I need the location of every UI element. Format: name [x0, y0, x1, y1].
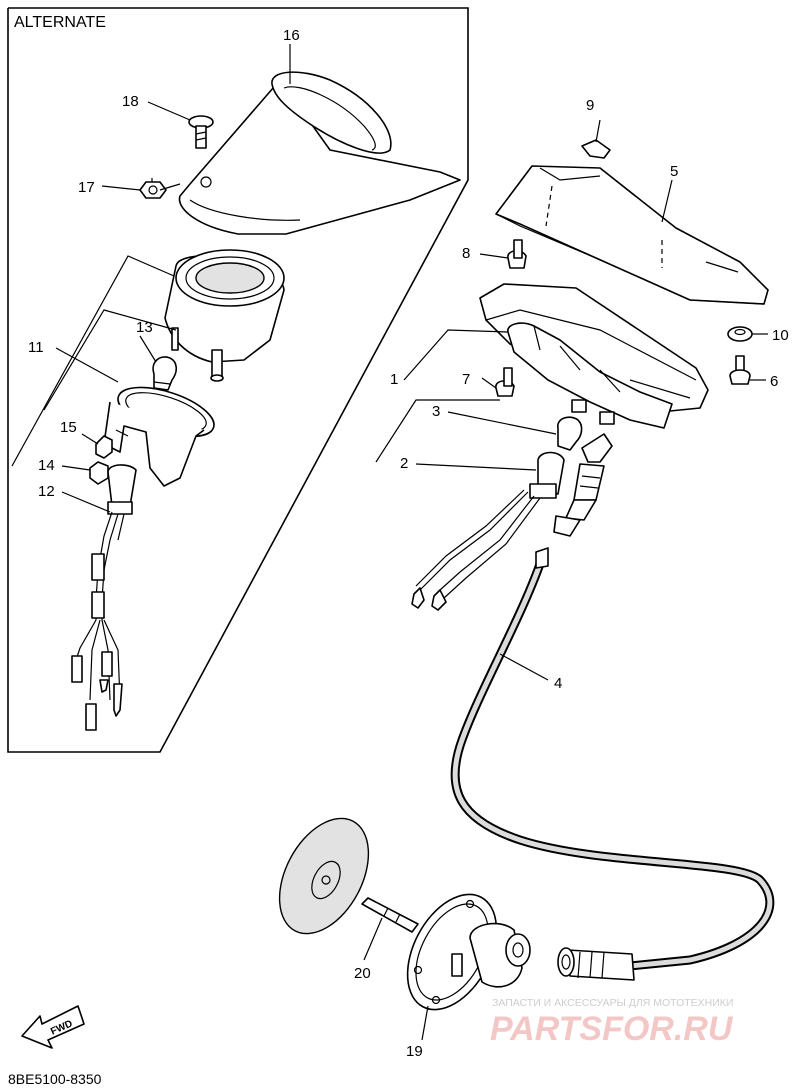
callout-4: 4 [554, 675, 562, 692]
part-7-screw [495, 367, 515, 397]
part-2-socket-wires [411, 451, 565, 611]
callout-11: 11 [28, 339, 44, 356]
part-1-meter-assembly [479, 283, 709, 429]
callout-16: 16 [283, 27, 300, 44]
part-4-speedometer-cable [450, 547, 775, 981]
part-20-drive-pin [361, 897, 419, 933]
drawing-code: 8BE5100-8350 [8, 1071, 102, 1087]
drive-disc [278, 817, 370, 935]
callout-15: 15 [60, 419, 77, 436]
callout-20: 20 [354, 965, 371, 982]
part-13-bulb [152, 356, 178, 391]
part-18-screw [188, 115, 214, 149]
callout-14: 14 [38, 457, 55, 474]
part-9-clip [581, 139, 611, 159]
part-12-socket-harness [71, 464, 137, 731]
callout-8: 8 [462, 245, 470, 262]
part-5-cover [495, 165, 769, 305]
callout-19: 19 [406, 1043, 423, 1060]
callout-18: 18 [122, 93, 139, 110]
part-14-grommet [89, 461, 109, 485]
part-8-screw [507, 239, 527, 269]
callout-10: 10 [772, 327, 789, 344]
part-16-visor [178, 71, 461, 235]
callout-17: 17 [78, 179, 95, 196]
callout-9: 9 [586, 97, 594, 114]
alternate-label: ALTERNATE [14, 14, 106, 31]
part-15-grommet [95, 435, 113, 459]
watermark-tagline: ЗАПАСТИ И АКСЕССУАРЫ ДЛЯ МОТОТЕХНИКИ [492, 997, 733, 1009]
part-11-bracket [103, 386, 215, 487]
callout-13: 13 [136, 319, 153, 336]
callout-7: 7 [462, 371, 470, 388]
leader-lines [11, 44, 768, 1041]
callout-1: 1 [390, 371, 398, 388]
part-10-washer [727, 326, 753, 342]
fwd-arrow-icon: FWD [21, 1005, 85, 1049]
cable-top-connector [553, 433, 613, 537]
alternate-panel: ALTERNATE [7, 7, 469, 753]
alternate-meter-body [164, 249, 285, 382]
part-3-bulb [557, 416, 583, 451]
callout-3: 3 [432, 403, 440, 420]
callout-12: 12 [38, 483, 55, 500]
watermark-logo: PARTSFOR.RU [490, 1010, 734, 1048]
callout-6: 6 [770, 373, 778, 390]
callout-5: 5 [670, 163, 678, 180]
watermark: ЗАПАСТИ И АКСЕССУАРЫ ДЛЯ МОТОТЕХНИКИ PAR… [490, 997, 734, 1048]
callout-2: 2 [400, 455, 408, 472]
part-19-gear-unit [406, 893, 531, 1011]
part-17-nut [139, 178, 167, 199]
callout-numbers: 16 18 17 13 11 15 14 12 9 5 8 10 1 7 6 3… [28, 27, 789, 1060]
part-6-screw [729, 355, 751, 385]
